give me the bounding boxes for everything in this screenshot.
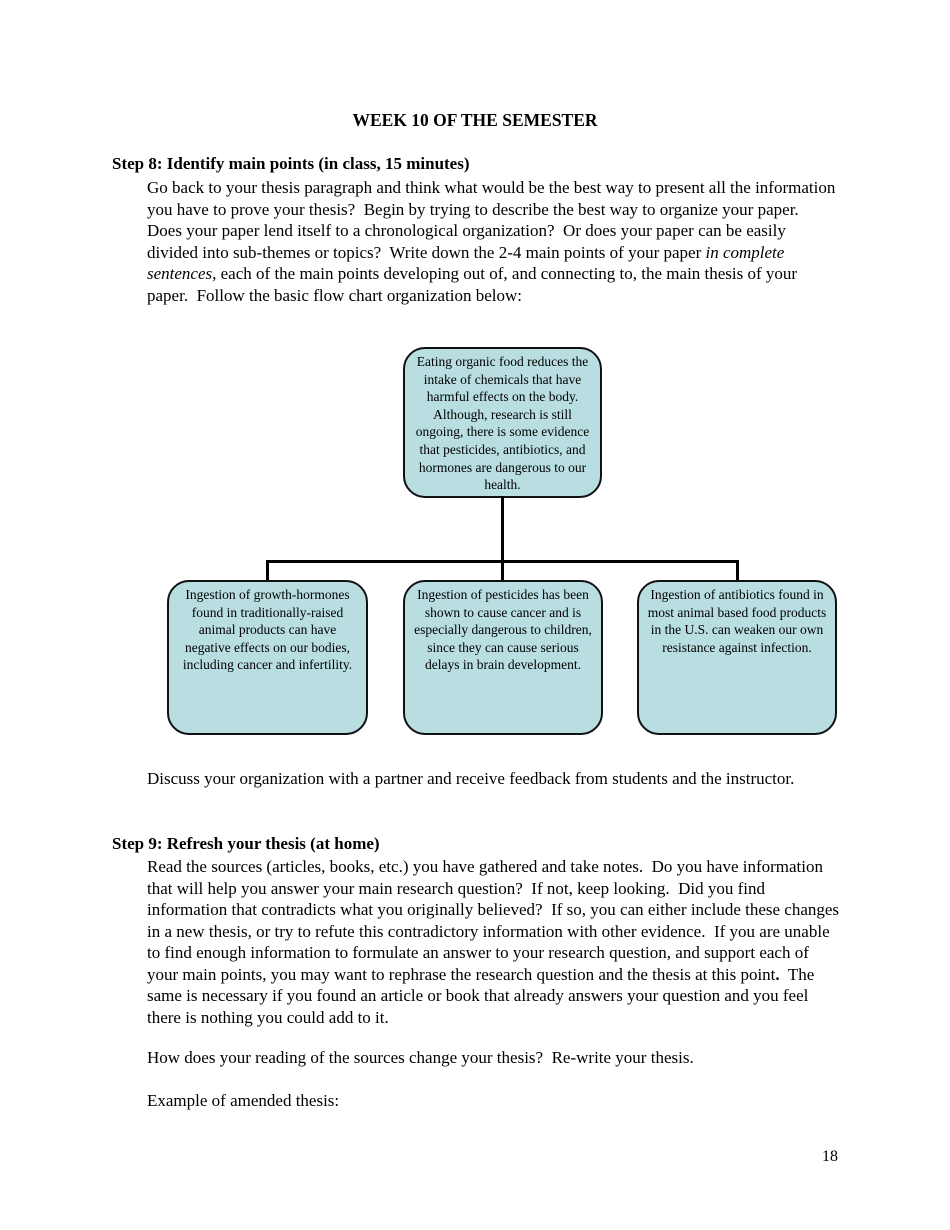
flowchart-middle-box-text: Ingestion of pesticides has been shown t… [414,587,596,673]
page-number: 18 [822,1148,838,1165]
page-title: WEEK 10 OF THE SEMESTER [352,110,598,130]
flowchart-thesis-box-text: Eating organic food reduces the intake o… [415,354,593,493]
flowchart-left-box-text: Ingestion of growth-hormones found in tr… [182,587,354,673]
step9-heading: Step 9: Refresh your thesis (at home) [112,834,380,853]
example-paragraph: Example of amended thesis: [147,1091,340,1110]
flowchart-right-box: Ingestion of antibiotics found in most a… [637,580,837,735]
step8-paragraph: Go back to your thesis paragraph and thi… [147,177,841,306]
step8-paragraph-text: Go back to your thesis paragraph and thi… [147,178,840,262]
discuss-paragraph: Discuss your organization with a partner… [147,769,795,788]
step8-paragraph-text-end: each of the main points developing out o… [147,264,802,305]
flowchart-left-box: Ingestion of growth-hormones found in tr… [167,580,368,735]
reading-paragraph: How does your reading of the sources cha… [147,1048,694,1067]
step9-paragraph: Read the sources (articles, books, etc.)… [147,856,841,1028]
step8-paragraph-italic-text: in complete sentences, [147,242,789,284]
flowchart-middle-box: Ingestion of pesticides has been shown t… [403,580,603,735]
step8-heading: Step 8: Identify main points (in class, … [112,154,470,173]
flowchart-thesis-box: Eating organic food reduces the intake o… [403,347,602,498]
flowchart: Eating organic food reduces the intake o… [0,347,950,739]
connector-vertical-stem [501,496,504,562]
connector-drop-middle [501,560,504,580]
step9-paragraph-text: Read the sources (articles, books, etc.)… [147,857,844,984]
step9-paragraph-bold-period: . [775,964,780,984]
flowchart-right-box-text: Ingestion of antibiotics found in most a… [647,587,830,655]
connector-drop-right [736,560,739,580]
step9-paragraph-text-end: The same is necessary if you found an ar… [147,964,819,1027]
connector-drop-left [266,560,269,580]
